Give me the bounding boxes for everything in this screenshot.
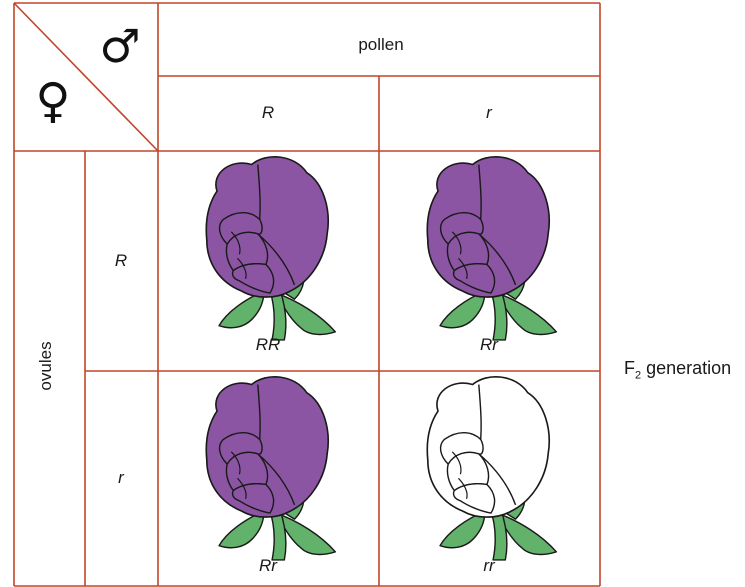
purple-flower-icon xyxy=(205,155,337,341)
f2-prefix: F xyxy=(624,358,635,378)
pollen-allele-1: R xyxy=(261,103,275,122)
f2-subscript: 2 xyxy=(635,369,642,382)
f2-suffix: generation xyxy=(641,358,732,378)
flower-group xyxy=(205,155,558,561)
genotype-label-rr-dominant: RR xyxy=(255,335,281,354)
genotype-label-hetero-2: Rr xyxy=(259,556,277,575)
pollen-allele-2: r xyxy=(486,103,492,122)
purple-flower-icon xyxy=(205,375,337,561)
f2-generation-label: F2 generation xyxy=(624,358,731,382)
ovules-label: ovules xyxy=(36,341,55,391)
white-flower-icon xyxy=(426,375,558,561)
pollen-label: pollen xyxy=(358,35,404,54)
grid-line-corner-diagonal xyxy=(13,2,159,152)
grid-lines xyxy=(13,2,601,587)
ovule-allele-2: r xyxy=(118,468,124,487)
purple-flower-icon xyxy=(426,155,558,341)
genotype-label-rr-recessive: rr xyxy=(483,556,495,575)
ovule-allele-1: R xyxy=(114,251,128,270)
genotype-label-hetero-1: Rr xyxy=(480,335,498,354)
female-symbol-icon: ♀ xyxy=(35,73,71,129)
male-symbol-icon: ♂ xyxy=(99,19,141,73)
